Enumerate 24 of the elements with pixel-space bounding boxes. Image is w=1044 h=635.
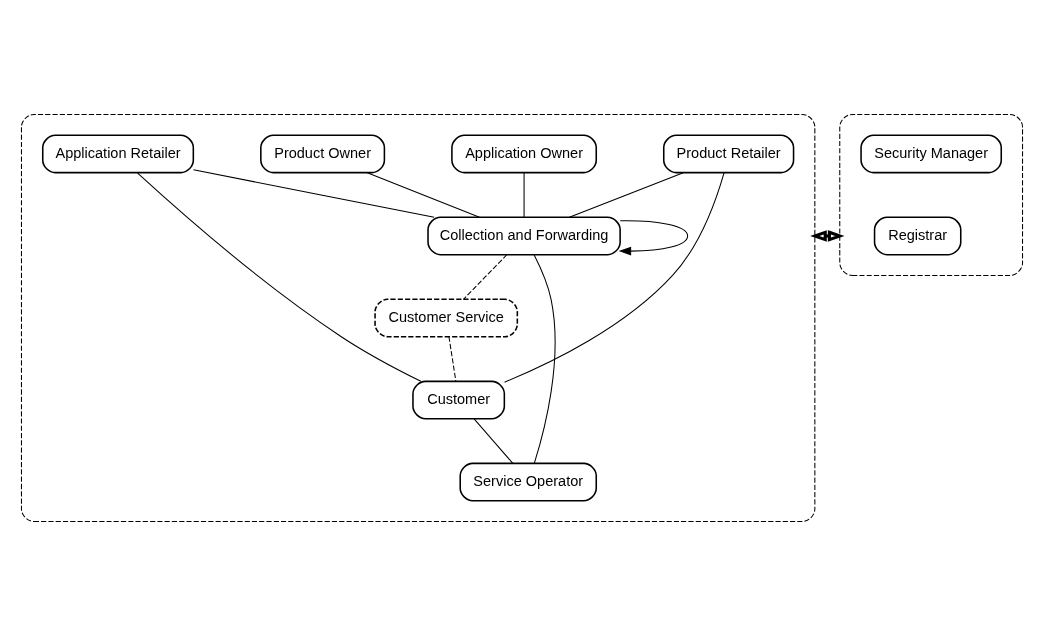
connector <box>568 171 684 218</box>
node-box: Collection and Forwarding <box>427 216 621 255</box>
node-box: Application Owner <box>451 133 598 173</box>
node-box: Security Manager <box>860 133 1003 173</box>
connector <box>136 171 422 382</box>
arrow <box>810 229 845 242</box>
connector <box>533 253 556 464</box>
connector <box>473 417 514 464</box>
node-box: Application Retailer <box>41 133 195 173</box>
cluster <box>839 113 1024 276</box>
node-box: Registrar <box>873 216 962 255</box>
connector <box>462 253 508 300</box>
node-box: Product Owner <box>260 133 386 173</box>
node-box: Customer Service <box>374 298 519 337</box>
connector <box>523 171 525 218</box>
node-box: Customer <box>412 380 506 419</box>
node-box: Service Operator <box>459 462 598 502</box>
connector <box>504 171 725 383</box>
connector <box>192 168 435 218</box>
connector <box>448 335 457 382</box>
arrow <box>618 219 689 255</box>
cluster <box>20 113 816 522</box>
connector <box>366 171 480 218</box>
node-box: Product Retailer <box>662 133 795 173</box>
